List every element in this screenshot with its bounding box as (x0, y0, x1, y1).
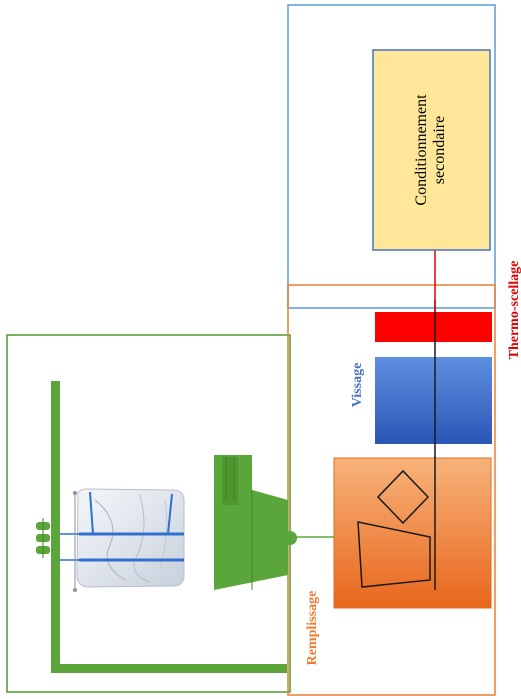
filling-symbol-icon (357, 457, 436, 590)
conditionnement-label: Conditionnement secondaire (413, 50, 449, 250)
hopper-icon (214, 455, 297, 590)
hoist-hook-icon (36, 518, 50, 558)
blue-zone-frame (287, 4, 496, 309)
vissage-label: Vissage (350, 362, 365, 408)
vissage-block (375, 357, 492, 444)
orange-zone-frame (287, 284, 496, 696)
big-bag-icon (60, 488, 185, 592)
thermo-scellage-block (375, 312, 492, 342)
conditionnement-line1: Conditionnement (413, 94, 430, 206)
support-base (51, 664, 287, 673)
support-column (51, 381, 60, 673)
green-station-frame (6, 334, 291, 693)
thermo-scellage-label: Thermo-scellage (507, 260, 521, 360)
remplissage-label: Remplissage (305, 590, 320, 666)
conditionnement-line2: secondaire (431, 115, 448, 185)
conditionnement-box (372, 49, 491, 251)
